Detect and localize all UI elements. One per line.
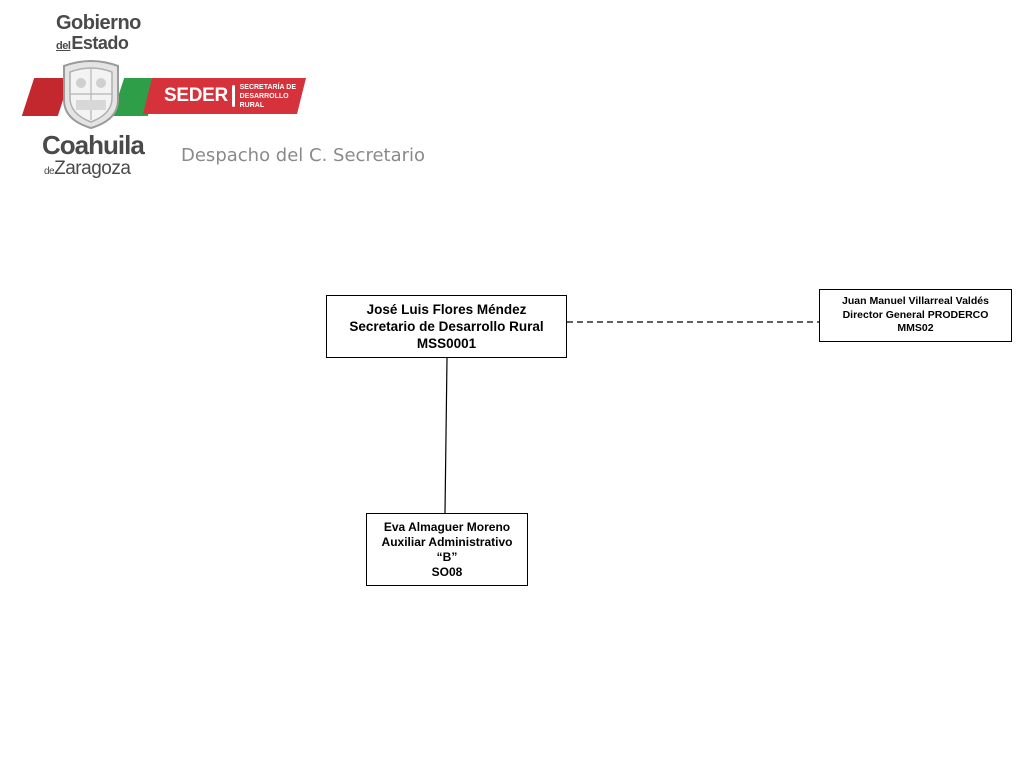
seder-logo: SEDER SECRETARÍA DE DESARROLLO RURAL [158,78,306,114]
node-name: José Luis Flores Méndez [366,302,527,317]
node-name: Juan Manuel Villarreal Valdés [842,295,989,308]
seder-divider [231,85,235,107]
node-code: MSS0001 [416,336,477,351]
node-role: Secretario de Desarrollo Rural [349,319,544,334]
page-title: Despacho del C. Secretario [181,145,426,166]
node-code: MMS02 [897,322,934,335]
org-node-secretario: José Luis Flores Méndez Secretario de De… [326,295,567,358]
state-name: Coahuila [42,130,145,160]
gov-line1: Gobierno [56,12,141,34]
gov-line2-small: del [56,40,71,52]
seder-sub1: SECRETARÍA DE [239,83,297,91]
state-de: de [44,166,55,177]
org-node-director-proderco: Juan Manuel Villarreal Valdés Director G… [819,289,1012,342]
state-suffix: deZaragoza [44,158,131,180]
node-name: Eva Almaguer Moreno [383,519,511,534]
seder-sub2: DESARROLLO RURAL [239,92,289,109]
coat-of-arms-icon [63,60,119,130]
gov-line2-text: Estado [71,33,129,53]
node-role: Director General PRODERCO [842,308,989,321]
seder-label: SEDER [164,85,228,106]
connector-main-to-sub [444,357,448,514]
seder-subtitle: SECRETARÍA DE DESARROLLO RURAL [240,83,306,110]
org-node-auxiliar: Eva Almaguer Moreno Auxiliar Administrat… [366,513,528,586]
node-role: Auxiliar Administrativo [381,534,513,549]
node-grade: “B” [436,549,458,564]
state-suffix-text: Zaragoza [54,158,131,179]
node-code: SO08 [431,564,463,579]
gov-line2: delEstado [56,33,129,54]
